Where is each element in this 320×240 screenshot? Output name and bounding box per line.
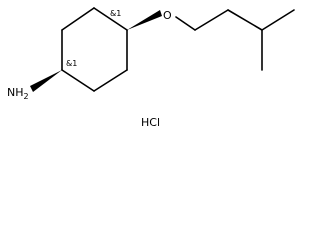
chain-bond-c3-methyl-up: [261, 9, 295, 31]
ether-oxygen-label: O: [163, 9, 172, 22]
stereo-label-left: &1: [66, 59, 77, 68]
ring-bond-top-right: [93, 7, 128, 31]
amine-label: NH2: [7, 86, 29, 101]
isopentyl-chain: [175, 9, 295, 71]
chain-bond-c1-c2: [194, 9, 229, 31]
hcl-label: HCl: [141, 116, 160, 129]
ring-bond-top-left: [61, 7, 95, 31]
chain-bond-c2-c3: [227, 9, 263, 31]
ring-bond-bottom-left: [61, 69, 95, 92]
stereo-label-top: &1: [110, 9, 121, 18]
ether-wedge-bond: [127, 10, 162, 30]
chain-bond-o-c1: [175, 16, 196, 31]
ring-bond-bottom-right: [93, 69, 128, 92]
cyclohexane-ring: [61, 7, 128, 92]
chemical-structure: O NH2 &1 &1 HCl: [7, 7, 295, 129]
amine-wedge-bond: [30, 70, 62, 92]
